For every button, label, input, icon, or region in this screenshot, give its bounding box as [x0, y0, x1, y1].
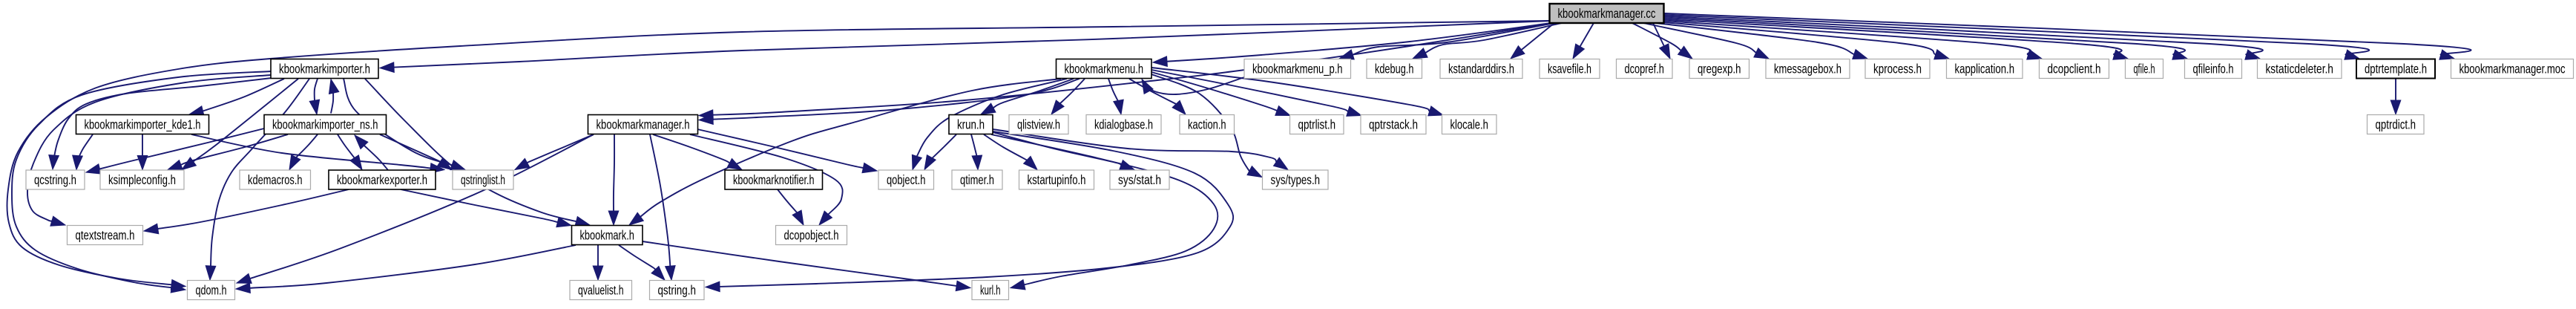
svg-text:kdebug.h: kdebug.h: [1375, 62, 1414, 77]
svg-text:kbookmarkimporter_ns.h: kbookmarkimporter_ns.h: [272, 117, 378, 133]
svg-text:krun.h: krun.h: [957, 117, 985, 132]
svg-text:qcstring.h: qcstring.h: [34, 172, 76, 187]
svg-text:sys/stat.h: sys/stat.h: [1118, 172, 1161, 187]
svg-text:qptrlist.h: qptrlist.h: [1298, 117, 1336, 132]
svg-text:qregexp.h: qregexp.h: [1698, 62, 1741, 77]
svg-text:kmessagebox.h: kmessagebox.h: [1774, 62, 1841, 77]
svg-text:ksimpleconfig.h: ksimpleconfig.h: [108, 172, 176, 187]
svg-text:qfileinfo.h: qfileinfo.h: [2193, 62, 2234, 77]
svg-text:kbookmarkmanager.moc: kbookmarkmanager.moc: [2460, 62, 2566, 77]
svg-text:qlistview.h: qlistview.h: [1017, 117, 1060, 132]
svg-text:kbookmarknotifier.h: kbookmarknotifier.h: [733, 172, 815, 187]
svg-text:qstringlist.h: qstringlist.h: [461, 172, 505, 187]
svg-text:qptrdict.h: qptrdict.h: [2376, 117, 2416, 132]
svg-text:kdemacros.h: kdemacros.h: [248, 172, 303, 187]
svg-text:qptrstack.h: qptrstack.h: [1369, 117, 1418, 132]
svg-text:kapplication.h: kapplication.h: [1955, 62, 2015, 77]
svg-text:kbookmarkmanager.cc: kbookmarkmanager.cc: [1558, 6, 1656, 21]
svg-text:dptrtemplate.h: dptrtemplate.h: [2365, 62, 2427, 77]
svg-text:kbookmark.h: kbookmark.h: [579, 228, 634, 243]
svg-text:ksavefile.h: ksavefile.h: [1548, 62, 1591, 77]
svg-text:qstring.h: qstring.h: [657, 283, 696, 298]
svg-text:dcopclient.h: dcopclient.h: [2048, 62, 2101, 77]
svg-text:kstaticdeleter.h: kstaticdeleter.h: [2265, 62, 2333, 77]
svg-text:qfile.h: qfile.h: [2134, 62, 2155, 77]
svg-text:kbookmarkimporter_kde1.h: kbookmarkimporter_kde1.h: [85, 117, 201, 133]
svg-text:dcopobject.h: dcopobject.h: [784, 228, 839, 243]
svg-text:qvaluelist.h: qvaluelist.h: [578, 283, 624, 298]
svg-text:kaction.h: kaction.h: [1188, 117, 1226, 132]
svg-text:dcopref.h: dcopref.h: [1624, 62, 1664, 77]
svg-text:kbookmarkexporter.h: kbookmarkexporter.h: [337, 172, 427, 187]
svg-text:sys/types.h: sys/types.h: [1271, 172, 1321, 187]
svg-text:kurl.h: kurl.h: [980, 283, 1001, 298]
svg-text:qtimer.h: qtimer.h: [960, 172, 994, 187]
svg-text:qtextstream.h: qtextstream.h: [76, 228, 135, 243]
svg-text:kbookmarkmenu_p.h: kbookmarkmenu_p.h: [1252, 62, 1343, 77]
svg-text:qdom.h: qdom.h: [196, 283, 227, 298]
svg-text:kdialogbase.h: kdialogbase.h: [1094, 117, 1153, 132]
svg-text:qobject.h: qobject.h: [887, 172, 926, 187]
svg-text:kprocess.h: kprocess.h: [1873, 62, 1922, 77]
svg-text:kbookmarkmanager.h: kbookmarkmanager.h: [597, 117, 690, 132]
svg-text:kbookmarkmenu.h: kbookmarkmenu.h: [1065, 62, 1144, 77]
svg-text:klocale.h: klocale.h: [1450, 117, 1488, 132]
svg-text:kstartupinfo.h: kstartupinfo.h: [1028, 172, 1086, 187]
svg-text:kstandarddirs.h: kstandarddirs.h: [1448, 62, 1514, 77]
svg-text:kbookmarkimporter.h: kbookmarkimporter.h: [279, 62, 370, 77]
